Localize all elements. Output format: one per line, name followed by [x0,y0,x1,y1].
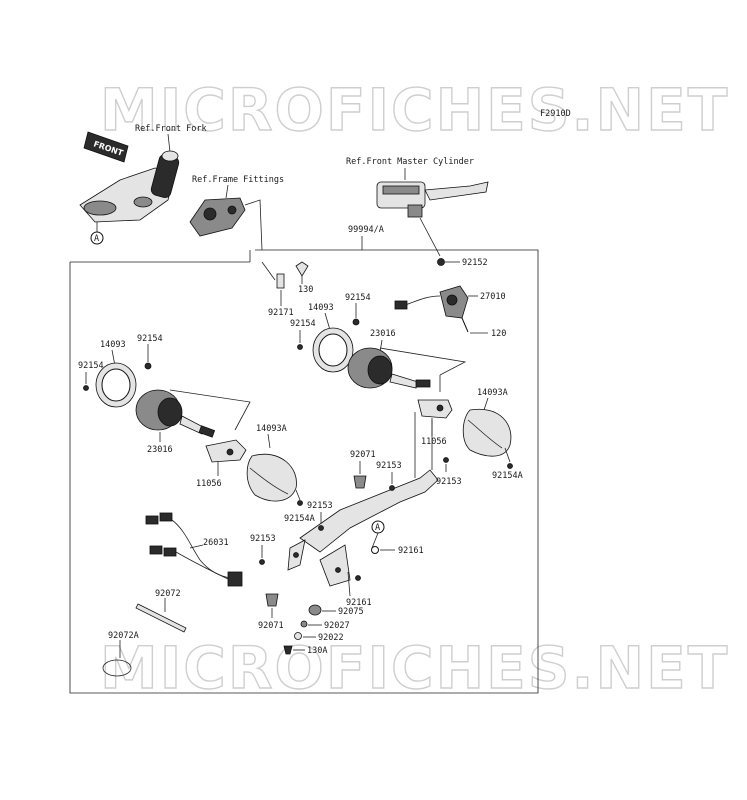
part-92154-left-2 [83,385,89,391]
part-92154-right [297,344,303,350]
part-130A [283,645,293,655]
label-92153-right-2: 92153 [436,477,462,487]
label-14093-right: 14093 [308,303,334,313]
label-92154-left-2: 92154 [78,361,104,371]
part-92161-a [371,546,379,554]
label-120: 120 [491,329,506,339]
part-92154-top [352,318,360,326]
label-92022: 92022 [318,633,344,643]
part-92171 [276,273,285,289]
label-23016-right: 23016 [370,329,396,339]
label-23016-left: 23016 [147,445,173,455]
marker-a-fork-label: A [94,234,99,244]
front-badge: FRONT [83,131,129,163]
part-92027 [300,620,308,628]
part-92072A-band [102,659,132,677]
left-lamp-shell [246,453,297,502]
part-92153-right [443,457,449,463]
right-lamp-shell [462,408,512,457]
part-26031-harness [145,512,243,587]
figure-code: F2910D [540,109,571,119]
label-92161-a: 92161 [398,546,424,556]
label-14093-left: 14093 [100,340,126,350]
front-fork-bracket [79,150,180,223]
label-130: 130 [298,285,313,295]
watermark-bottom: MICROFICHES.NET [100,634,729,702]
label-92154-top: 92154 [345,293,371,303]
label-92153-left: 92153 [250,534,276,544]
part-92153-mid [318,525,324,531]
ref-front-fork: Ref.Front Fork [135,124,207,134]
label-11056-left: 11056 [196,479,222,489]
assembly-number: 99994/A [348,225,384,235]
left-bracket-11056 [205,439,247,463]
label-27010: 27010 [480,292,506,302]
label-92071-top: 92071 [350,450,376,460]
part-27010-switch [394,285,469,319]
part-92153-left [259,559,265,565]
label-92152: 92152 [462,258,488,268]
label-92027: 92027 [324,621,350,631]
label-92153-mid: 92153 [307,501,333,511]
part-92154A-left [297,500,303,506]
label-92154-left-1: 92154 [137,334,163,344]
left-lamp-unit [135,389,216,438]
right-lamp-ring [312,327,354,373]
label-92171: 92171 [268,308,294,318]
part-130 [295,261,309,277]
frame-fitting-bracket [189,197,246,237]
main-bracket [287,469,439,587]
label-92154-right: 92154 [290,319,316,329]
part-92072-tie [135,603,187,633]
label-130A: 130A [307,646,327,656]
part-92075 [308,604,322,616]
part-92022 [294,632,302,640]
label-92154A-right: 92154A [492,471,523,481]
part-92154A-right [507,463,513,469]
label-92153-right-1: 92153 [376,461,402,471]
label-26031: 26031 [203,538,229,548]
label-92071-bottom: 92071 [258,621,284,631]
right-bracket-11056 [417,399,453,419]
ref-frame-fittings: Ref.Frame Fittings [192,175,284,185]
ref-front-master-cylinder: Ref.Front Master Cylinder [346,157,474,167]
part-92153-mid-bolt [389,485,395,491]
label-92072A: 92072A [108,631,139,641]
part-92071-bottom [265,593,279,607]
label-92161-b: 92161 [346,598,372,608]
part-92154-left-1 [144,362,152,370]
part-92071-top [353,475,367,489]
assembly-frame [69,236,539,694]
left-lamp-ring [95,362,137,408]
part-92152 [437,258,445,266]
label-14093A-right: 14093A [477,388,508,398]
label-92072: 92072 [155,589,181,599]
right-lamp-unit [347,347,431,389]
watermark-top: MICROFICHES.NET [100,76,729,144]
label-92154A-left: 92154A [284,514,315,524]
master-cylinder [376,181,489,218]
label-92075: 92075 [338,607,364,617]
part-92161-b [355,575,361,581]
marker-a-bracket-label: A [375,523,380,533]
label-14093A-left: 14093A [256,424,287,434]
label-11056-right: 11056 [421,437,447,447]
